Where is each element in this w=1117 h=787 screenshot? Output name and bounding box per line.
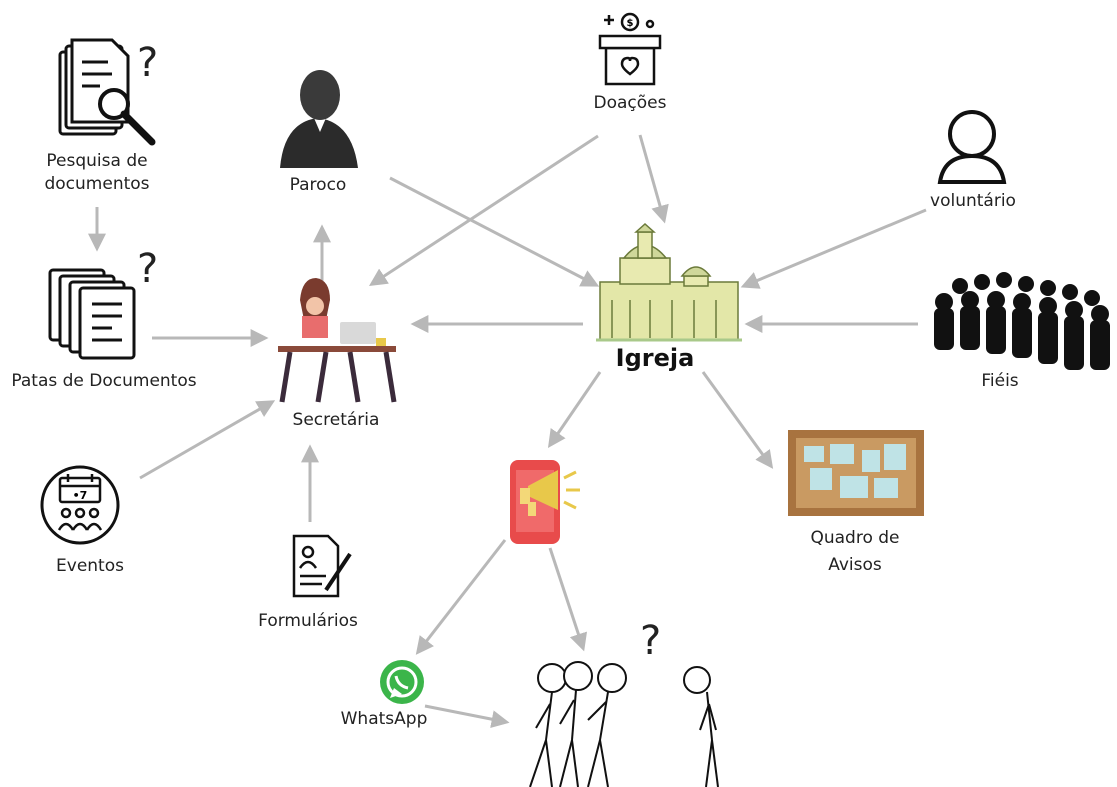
question-mark-icon: ? [640,618,661,664]
pesquisa-label-line2: documentos [44,174,149,194]
node-doacoes: $ Doações [594,12,667,113]
coin-symbol: $ [627,18,634,29]
arrow-doacoes-to-igreja [638,134,669,224]
question-mark-icon: ? [137,246,158,292]
secretary-desk-icon [278,278,397,403]
node-formularios: Formulários [258,534,358,631]
patas-label: Patas de Documentos [11,371,196,391]
form-document-icon [292,534,352,598]
igreja-label: Igreja [616,344,695,372]
arrow-paroco-to-igreja [389,176,600,287]
doacoes-label: Doações [594,93,667,113]
donation-box-icon [598,12,662,86]
arrow-celular-to-pessoas [548,547,588,652]
formularios-label: Formulários [258,611,358,631]
arrow-igreja-to-quadro [701,371,774,469]
arrow-eventos-to-secretaria [139,400,276,480]
arrows [88,134,927,729]
priest-icon [280,70,358,168]
stick-figure-icon [529,661,719,787]
confused-people-group: ? [529,618,719,787]
arrow-celular-to-whatsapp [415,539,507,655]
quadro-label-line1: Quadro de [810,528,899,548]
arrow-voluntario-to-igreja [740,208,927,289]
person-icon [937,110,1007,184]
phone-megaphone-icon [510,460,580,544]
voluntario-label: voluntário [930,191,1016,211]
node-whatsapp: WhatsApp [341,660,428,729]
document-search-icon [58,38,156,146]
pesquisa-label-line1: Pesquisa de [46,151,147,171]
crowd-icon [934,272,1110,370]
notice-board-icon [788,430,924,516]
quadro-label-line2: Avisos [828,555,882,575]
whatsapp-icon [380,660,424,704]
calendar-people-icon [57,474,103,531]
node-paroco: Paroco [280,70,358,195]
node-voluntario: voluntário [930,110,1016,211]
node-secretaria: Secretária [278,278,397,430]
node-fieis: Fiéis [934,272,1110,391]
node-igreja: Igreja [596,222,742,372]
paroco-label: Paroco [290,175,347,195]
whatsapp-label: WhatsApp [341,709,428,729]
node-celular-megafone [510,460,580,544]
question-mark-icon: ? [137,40,158,86]
arrow-igreja-to-celular [547,371,602,448]
church-building-icon [596,222,742,342]
node-eventos: •7 Eventos [40,465,124,576]
node-patas-documentos: ? Patas de Documentos [11,246,196,391]
arrow-doacoes-to-secretaria [368,134,599,286]
node-quadro-avisos: Quadro de Avisos [788,430,924,575]
arrow-whatsapp-to-pessoas [424,704,510,729]
eventos-label: Eventos [56,556,124,576]
node-pesquisa-documentos: ? Pesquisa de documentos [44,38,158,194]
fieis-label: Fiéis [981,371,1018,391]
document-stack-icon [48,268,136,360]
secretaria-label: Secretária [293,410,380,430]
calendar-date-text: •7 [73,489,88,502]
